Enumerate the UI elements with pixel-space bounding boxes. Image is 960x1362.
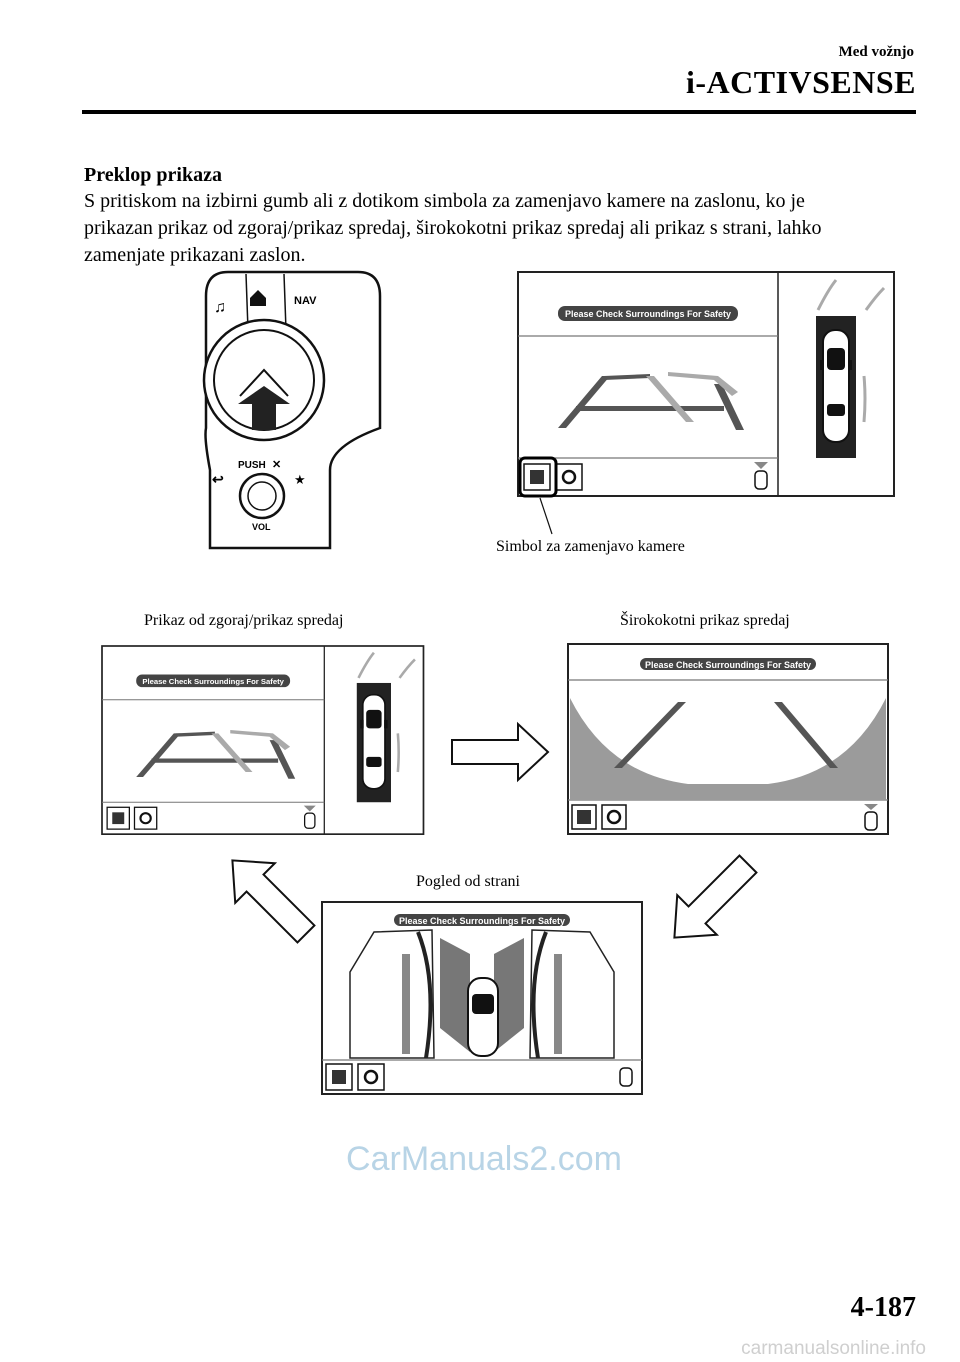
chapter-section-label: Med vožnjo — [838, 44, 914, 60]
paragraph-line: prikazan prikaz od zgoraj/prikaz spredaj… — [84, 217, 822, 239]
caption-top-front-view: Prikaz od zgoraj/prikaz spredaj — [144, 612, 344, 629]
arrow-up-left — [231, 859, 316, 944]
callout-leader-line — [539, 497, 553, 535]
screen-wide-front-view: Please Check Surroundings For Safety — [566, 642, 890, 836]
caption-camera-switch-symbol: Simbol za zamenjavo kamere — [496, 538, 685, 555]
music-icon: ♫ — [214, 299, 226, 316]
back-icon: ↩ — [212, 471, 224, 487]
paragraph: S pritiskom na izbirni gumb ali z dotiko… — [84, 188, 924, 269]
nav-button-label: NAV — [294, 295, 317, 307]
home-icon — [250, 290, 266, 306]
screen-banner: Please Check Surroundings For Safety — [142, 677, 284, 686]
caption-side-view: Pogled od strani — [416, 873, 520, 890]
screen-side-view: Please Check Surroundings For Safety — [321, 901, 643, 1095]
chapter-title: i-ACTIVSENSE — [685, 64, 916, 100]
footer-source-link[interactable]: carmanualsonline.info — [741, 1338, 926, 1359]
volume-label: VOL — [252, 522, 271, 532]
page-number: 4-187 — [850, 1292, 916, 1323]
paragraph-line: zamenjate prikazani zaslon. — [84, 244, 306, 266]
watermark: CarManuals2.com — [346, 1140, 622, 1178]
screen-banner: Please Check Surroundings For Safety — [565, 309, 731, 319]
header-rule — [82, 110, 916, 114]
push-up-arrow — [238, 386, 290, 430]
caption-wide-front-view: Širokokotni prikaz spredaj — [620, 612, 790, 629]
screen-example-top-front: Please Check Surroundings For Safety — [516, 270, 896, 498]
arrow-right — [451, 721, 550, 783]
section-title: Preklop prikaza — [84, 164, 222, 186]
commander-controller: ♫ NAV PUSH ✕ ↩ ★ VOL — [202, 270, 382, 550]
screen-banner: Please Check Surroundings For Safety — [645, 660, 811, 670]
camera-switch-highlight — [518, 456, 558, 498]
screen-top-front-view: Please Check Surroundings For Safety — [100, 644, 425, 836]
mute-icon: ✕ — [272, 459, 281, 471]
push-button-label: PUSH — [238, 460, 266, 471]
arrow-down-left — [673, 854, 758, 939]
screen-banner: Please Check Surroundings For Safety — [399, 916, 565, 926]
paragraph-line: S pritiskom na izbirni gumb ali z dotiko… — [84, 190, 805, 212]
favorites-star-icon: ★ — [294, 472, 306, 487]
